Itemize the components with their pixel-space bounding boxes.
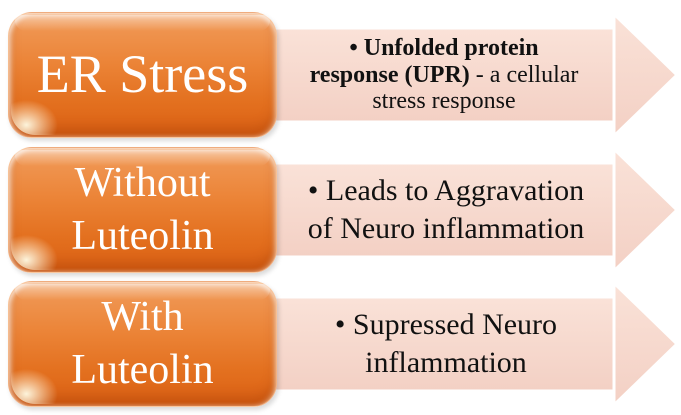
- arrow-text-bold: • Unfolded protein: [349, 34, 539, 61]
- stage-box-without-luteolin: Without Luteolin: [8, 147, 277, 273]
- process-row-with-luteolin: • Supressed Neuro inflammation With Lute…: [0, 281, 681, 407]
- stage-box-label-line: Luteolin: [71, 347, 214, 393]
- arrow-text-line: inflammation: [335, 344, 557, 382]
- arrow-text-regular: - a cellular: [469, 61, 579, 88]
- right-arrow-shape: [264, 147, 680, 273]
- arrow-text-line: stress response: [310, 88, 579, 115]
- stage-box-with-luteolin: With Luteolin: [8, 281, 277, 407]
- stage-box-er-stress: ER Stress: [8, 12, 277, 138]
- arrow-bullet-text: • Leads to Aggravation of Neuro inflamma…: [284, 163, 608, 257]
- arrow-text-line: response (UPR) - a cellular: [310, 62, 579, 89]
- process-row-er-stress: • Unfolded protein response (UPR) - a ce…: [0, 12, 681, 138]
- arrow-head: [612, 12, 680, 138]
- arrow-text-regular: stress response: [372, 88, 516, 115]
- arrow-head: [612, 147, 680, 273]
- arrow-text-regular: inflammation: [365, 346, 527, 379]
- arrow-text-line: • Supressed Neuro: [335, 306, 557, 344]
- stage-box-label-line: ER Stress: [36, 44, 249, 105]
- arrow-head: [612, 281, 680, 407]
- stage-box-label-line: Luteolin: [71, 213, 214, 259]
- arrow-text-regular: of Neuro inflammation: [307, 212, 585, 245]
- arrow-text-line: • Leads to Aggravation: [308, 172, 585, 210]
- arrow-text-line: • Unfolded protein: [310, 35, 579, 62]
- arrow-text-regular: • Leads to Aggravation: [307, 173, 585, 207]
- process-row-without-luteolin: • Leads to Aggravation of Neuro inflamma…: [0, 147, 681, 273]
- arrow-text-block: • Leads to Aggravation of Neuro inflamma…: [308, 172, 585, 248]
- arrow-bullet-text: • Unfolded protein response (UPR) - a ce…: [286, 28, 602, 122]
- right-arrow-shape: [264, 281, 680, 407]
- stage-box-label: With Luteolin: [9, 291, 276, 397]
- stage-box-label: ER Stress: [9, 44, 276, 105]
- stage-box-label-line: Without: [74, 160, 211, 207]
- arrow-text-block: • Unfolded protein response (UPR) - a ce…: [310, 35, 579, 116]
- stage-box-label-line: With: [101, 294, 184, 341]
- arrow-body: [264, 295, 616, 393]
- arrow-text-line: of Neuro inflammation: [308, 210, 585, 248]
- right-arrow-shape: [264, 12, 680, 138]
- stage-box-label: Without Luteolin: [9, 157, 276, 263]
- arrow-bullet-text: • Supressed Neuro inflammation: [284, 297, 608, 391]
- arrow-text-block: • Supressed Neuro inflammation: [335, 306, 557, 382]
- arrow-text-bold: response (UPR): [309, 61, 470, 88]
- arrow-text-regular: • Supressed Neuro: [334, 307, 558, 341]
- arrow-body: [264, 161, 616, 259]
